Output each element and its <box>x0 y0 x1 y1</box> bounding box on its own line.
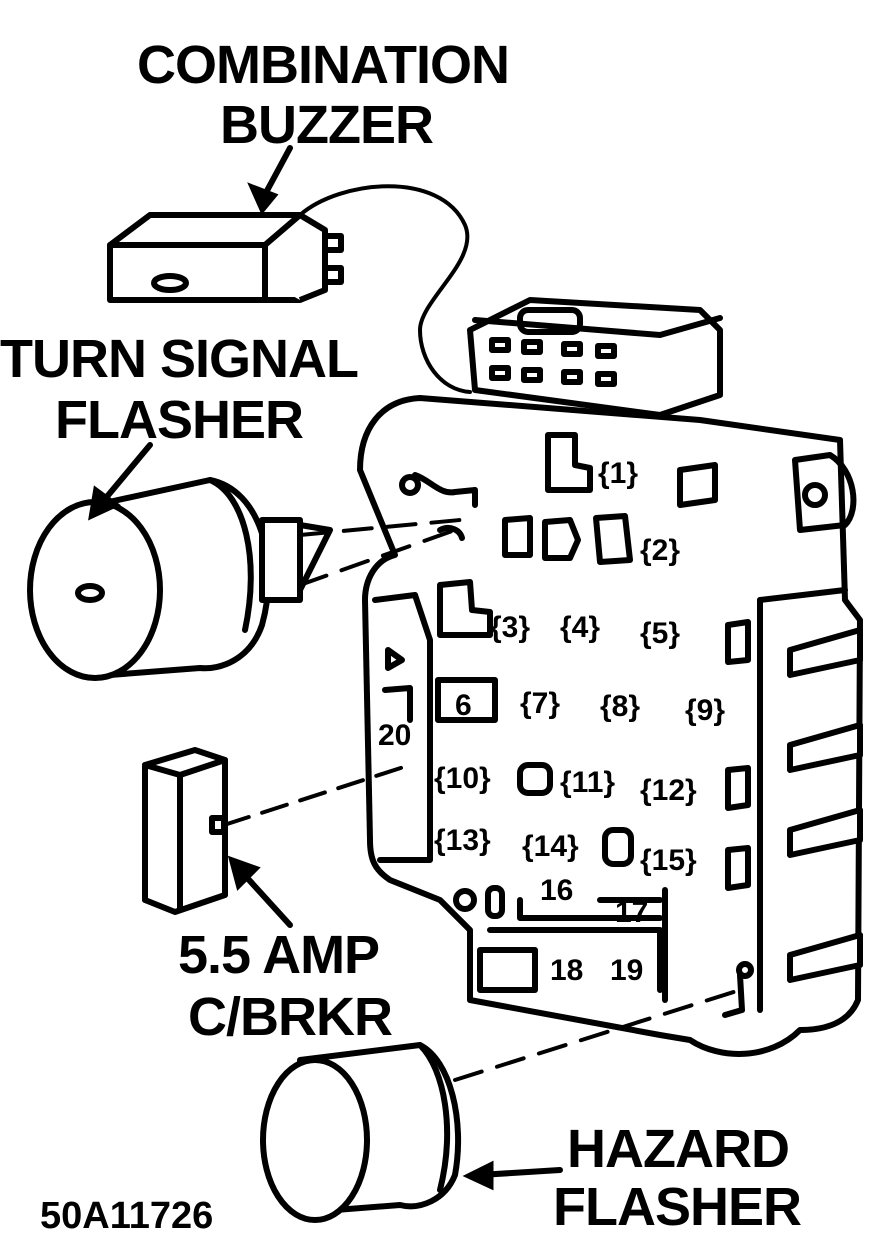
fuse-7: {7} <box>520 687 560 720</box>
fuse-13: {13} <box>434 824 491 857</box>
fuse-3: {3} <box>490 611 530 644</box>
fuse-11: {11} <box>560 766 615 799</box>
breaker-lead <box>222 763 412 827</box>
turn-signal-lead-2 <box>298 528 457 587</box>
turn-signal-flasher <box>27 477 333 681</box>
fuse-17: 17 <box>615 896 648 929</box>
label-combination-buzzer-2: BUZZER <box>220 95 434 155</box>
fuse-18: 18 <box>550 954 583 987</box>
fuse-2: {2} <box>640 534 680 567</box>
label-hazard-1: HAZARD <box>567 1119 790 1179</box>
fuse-1: {1} <box>598 457 638 490</box>
fuse-8: {8} <box>600 690 640 723</box>
fuse-20: 20 <box>378 719 411 752</box>
label-breaker-2: C/BRKR <box>188 987 393 1047</box>
fuse-5: {5} <box>640 617 680 650</box>
buzzer-wire <box>298 184 472 394</box>
fuse-19: 19 <box>610 954 643 987</box>
fuse-16: 16 <box>540 874 573 907</box>
figure-id: 50A11726 <box>40 1195 214 1237</box>
label-combination-buzzer-1: COMBINATION <box>137 35 510 95</box>
fuse-9: {9} <box>685 694 725 727</box>
label-hazard-2: FLASHER <box>553 1177 802 1237</box>
hazard-flasher <box>260 1042 462 1223</box>
fuse-14: {14} <box>522 830 579 863</box>
fuse-4: {4} <box>560 611 600 644</box>
label-turn-signal-2: FLASHER <box>55 390 304 450</box>
label-breaker-1: 5.5 AMP <box>178 925 380 985</box>
combination-buzzer <box>107 212 344 303</box>
fuse-numbers: {1} {2} {3} {4} {5} 6 {7} {8} {9} {10} {… <box>378 457 725 987</box>
label-turn-signal-1: TURN SIGNAL <box>0 329 359 389</box>
fuse-15: {15} <box>640 844 697 877</box>
circuit-breaker <box>142 747 228 915</box>
fuse-6: 6 <box>455 689 472 722</box>
hazard-lead <box>453 988 742 1082</box>
fuse-12: {12} <box>640 774 697 807</box>
fuse-10: {10} <box>434 762 491 795</box>
arrows <box>88 145 563 1191</box>
turn-signal-lead-1 <box>298 518 462 537</box>
fuse-block <box>357 297 863 1057</box>
